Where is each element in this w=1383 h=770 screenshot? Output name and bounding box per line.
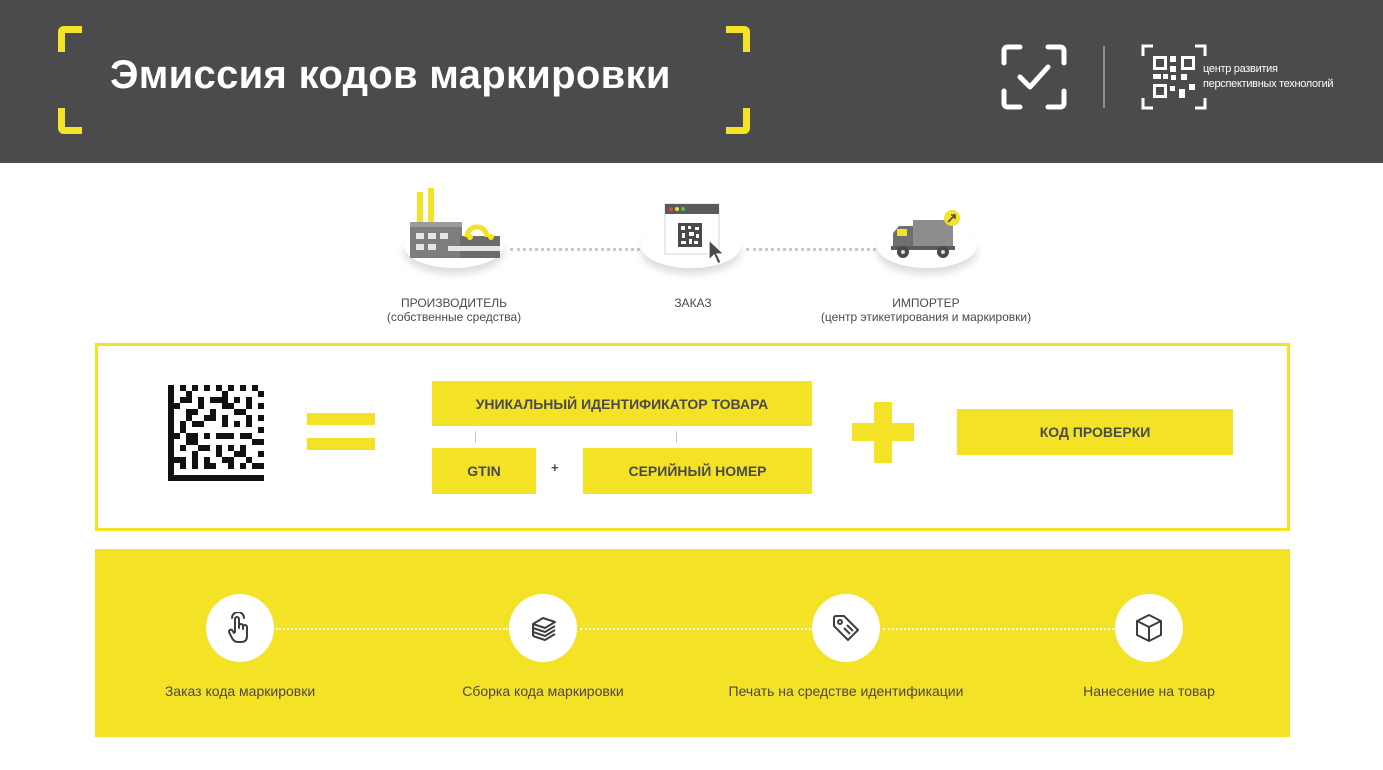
frame-corner-top-right	[726, 26, 750, 52]
flow-label-producer: ПРОИЗВОДИТЕЛЬ (собственные средства)	[354, 296, 554, 324]
gtin-box: GTIN	[432, 448, 536, 494]
page-title: Эмиссия кодов маркировки	[110, 53, 671, 97]
frame-corner-bottom-right	[726, 108, 750, 134]
equals-bar-top	[307, 413, 375, 425]
logo-text-line2: перспективных технологий	[1203, 78, 1334, 90]
step-4-label: Нанесение на товар	[1083, 683, 1215, 699]
check-in-frame-icon	[1001, 44, 1067, 110]
flow-connector-2	[746, 248, 876, 251]
frame-corner-top-left	[58, 26, 82, 52]
box-icon	[1136, 614, 1162, 642]
step-3-label: Печать на средстве идентификации	[728, 683, 964, 699]
serial-number-box: СЕРИЙНЫЙ НОМЕР	[583, 448, 812, 494]
process-connector-2	[580, 628, 811, 630]
qr-logo-icon	[1141, 44, 1207, 110]
step-2-circle	[509, 594, 577, 662]
flow-connector-1	[510, 248, 640, 251]
step-2-label: Сборка кода маркировки	[462, 683, 624, 699]
logo-divider	[1103, 46, 1105, 108]
flow-label-title: ПРОИЗВОДИТЕЛЬ	[400, 296, 508, 310]
flow-label-importer: ИМПОРТЕР (центр этикетирования и маркиро…	[776, 296, 1076, 324]
factory-icon	[410, 188, 500, 258]
step-1-circle	[206, 594, 274, 662]
connector-tick	[676, 431, 677, 443]
flow-node-producer	[404, 188, 504, 268]
flow-node-order	[641, 188, 741, 268]
process-connector-3	[883, 628, 1114, 630]
stack-layers-icon	[532, 617, 556, 641]
logo-text: центр развития перспективных технологий	[1203, 62, 1334, 92]
flow-label-subtitle: (центр этикетирования и маркировки)	[820, 310, 1032, 324]
process-connector-1	[276, 628, 508, 630]
title-frame: Эмиссия кодов маркировки	[58, 26, 750, 134]
flow-label-order: ЗАКАЗ	[641, 296, 745, 310]
equals-bar-bottom	[307, 438, 375, 450]
flow-label-subtitle: (собственные средства)	[386, 310, 522, 324]
browser-qr-icon	[664, 203, 726, 265]
flow-label-title: ЗАКАЗ	[674, 296, 712, 310]
flow-label-title: ИМПОРТЕР	[892, 296, 960, 310]
connector-tick	[475, 431, 476, 443]
flow-node-importer	[877, 188, 977, 268]
unique-id-box: УНИКАЛЬНЫЙ ИДЕНТИФИКАТОР ТОВАРА	[432, 381, 812, 426]
step-4-circle	[1115, 594, 1183, 662]
truck-icon	[891, 210, 960, 258]
process-band	[95, 549, 1290, 737]
step-3-circle	[812, 594, 880, 662]
big-plus-vertical	[874, 402, 892, 463]
header-bar: Эмиссия кодов маркировки центр развития …	[0, 0, 1383, 163]
check-code-box: КОД ПРОВЕРКИ	[957, 409, 1233, 455]
step-1-label: Заказ кода маркировки	[164, 683, 316, 699]
datamatrix-code-icon	[168, 385, 264, 481]
logo-text-line1: центр развития	[1203, 63, 1278, 75]
price-tag-icon	[833, 615, 859, 641]
small-plus-sign: +	[551, 460, 559, 475]
hand-tap-icon	[228, 612, 248, 643]
frame-corner-bottom-left	[58, 108, 82, 134]
